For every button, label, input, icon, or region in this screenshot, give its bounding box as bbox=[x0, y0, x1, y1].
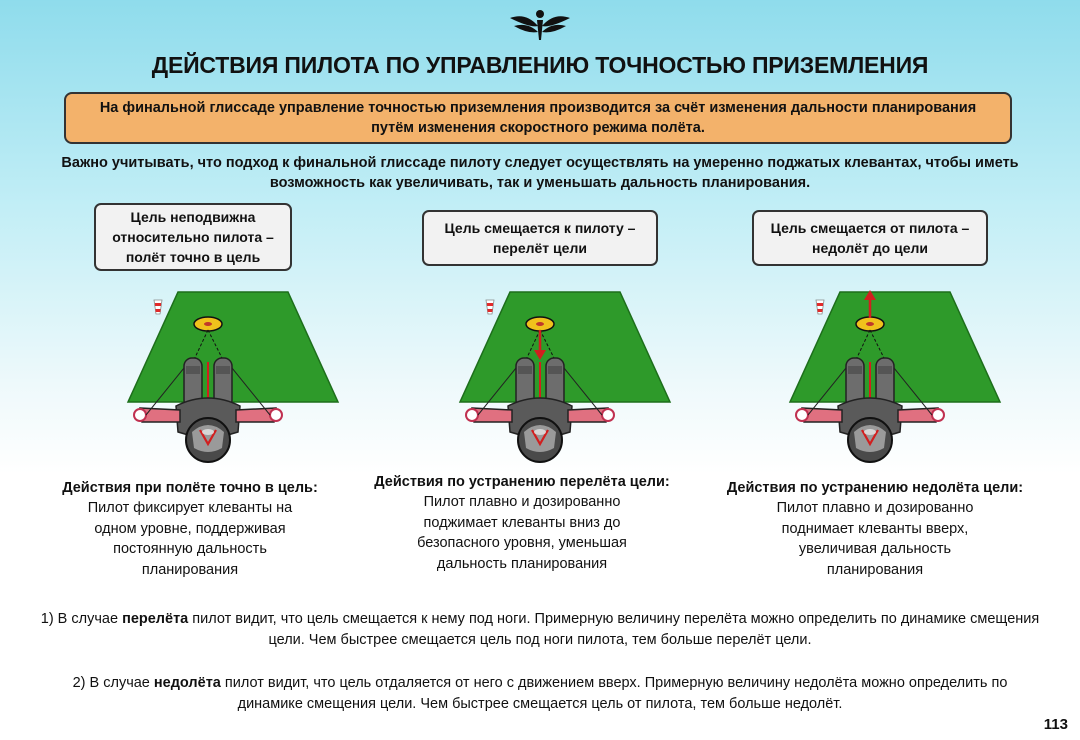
case-label: Цель неподвижна относительно пилота – по… bbox=[112, 209, 274, 265]
landing-target bbox=[525, 316, 555, 332]
action-undershoot: Действия по устранению недолёта цели: Пи… bbox=[700, 478, 1050, 580]
winged-figure-icon bbox=[510, 10, 570, 40]
illustration-overshoot bbox=[432, 272, 732, 532]
case-label: Цель смещается от пилота – недолёт до це… bbox=[770, 220, 970, 256]
windsock-icon bbox=[815, 299, 825, 315]
action-title: Действия по устранению недолёта цели: bbox=[726, 480, 1024, 496]
page-title: ДЕЙСТВИЯ ПИЛОТА ПО УПРАВЛЕНИЮ ТОЧНОСТЬЮ … bbox=[151, 52, 929, 78]
up-arrow-icon bbox=[864, 290, 876, 318]
down-arrow-icon bbox=[534, 330, 546, 360]
paragraph-lead: 1) В случае bbox=[40, 611, 123, 627]
case-label: Цель смещается к пилоту – перелёт цели bbox=[444, 220, 636, 256]
action-desc: Пилот плавно и дозированно поднимает кле… bbox=[776, 500, 974, 578]
pilot-figure bbox=[465, 357, 615, 463]
paragraph-text: пилот видит, что цель отдаляется от него… bbox=[220, 675, 1008, 712]
field-diagram bbox=[458, 291, 672, 463]
action-title: Действия при полёте точно в цель: bbox=[62, 480, 318, 496]
landing-target bbox=[855, 316, 885, 332]
case-box-undershoot: Цель смещается от пилота – недолёт до це… bbox=[752, 210, 988, 266]
pilot-figure bbox=[795, 357, 945, 463]
action-on-target: Действия при полёте точно в цель: Пилот … bbox=[30, 478, 350, 580]
paragraph-text: пилот видит, что цель смещается к нему п… bbox=[188, 611, 1040, 648]
illustration-on-target bbox=[100, 272, 400, 532]
page-number: 113 bbox=[1043, 716, 1068, 733]
intro-box: На финальной глиссаде управление точност… bbox=[64, 92, 1012, 144]
field-diagram bbox=[788, 290, 1002, 463]
intro-text: На финальной глиссаде управление точност… bbox=[99, 100, 977, 136]
paragraph-overshoot: 1) В случае перелёта пилот видит, что це… bbox=[40, 609, 1040, 651]
landing-field bbox=[458, 291, 672, 403]
action-overshoot: Действия по устранению перелёта цели: Пи… bbox=[352, 472, 692, 574]
action-desc: Пилот плавно и дозированно поджимает кле… bbox=[417, 494, 627, 572]
windsock-icon bbox=[153, 299, 163, 315]
paragraph-lead: 2) В случае bbox=[72, 675, 154, 691]
paragraph-undershoot: 2) В случае недолёта пилот видит, что це… bbox=[40, 673, 1040, 715]
landing-field bbox=[126, 291, 340, 403]
illustration-undershoot bbox=[762, 272, 1062, 532]
windsock-icon bbox=[485, 299, 495, 315]
action-desc: Пилот фиксирует клеванты на одном уровне… bbox=[87, 500, 293, 578]
approach-note: Важно учитывать, что подход к финальной … bbox=[61, 155, 1019, 191]
action-title: Действия по устранению перелёта цели: bbox=[374, 474, 670, 490]
paragraph-keyword: перелёта bbox=[122, 611, 189, 627]
landing-field bbox=[788, 291, 1002, 403]
pilot-figure bbox=[133, 357, 283, 463]
case-box-on-target: Цель неподвижна относительно пилота – по… bbox=[94, 203, 292, 271]
field-diagram bbox=[126, 291, 340, 463]
landing-target bbox=[193, 316, 223, 332]
case-box-overshoot: Цель смещается к пилоту – перелёт цели bbox=[422, 210, 658, 266]
paragraph-keyword: недолёта bbox=[153, 675, 221, 691]
